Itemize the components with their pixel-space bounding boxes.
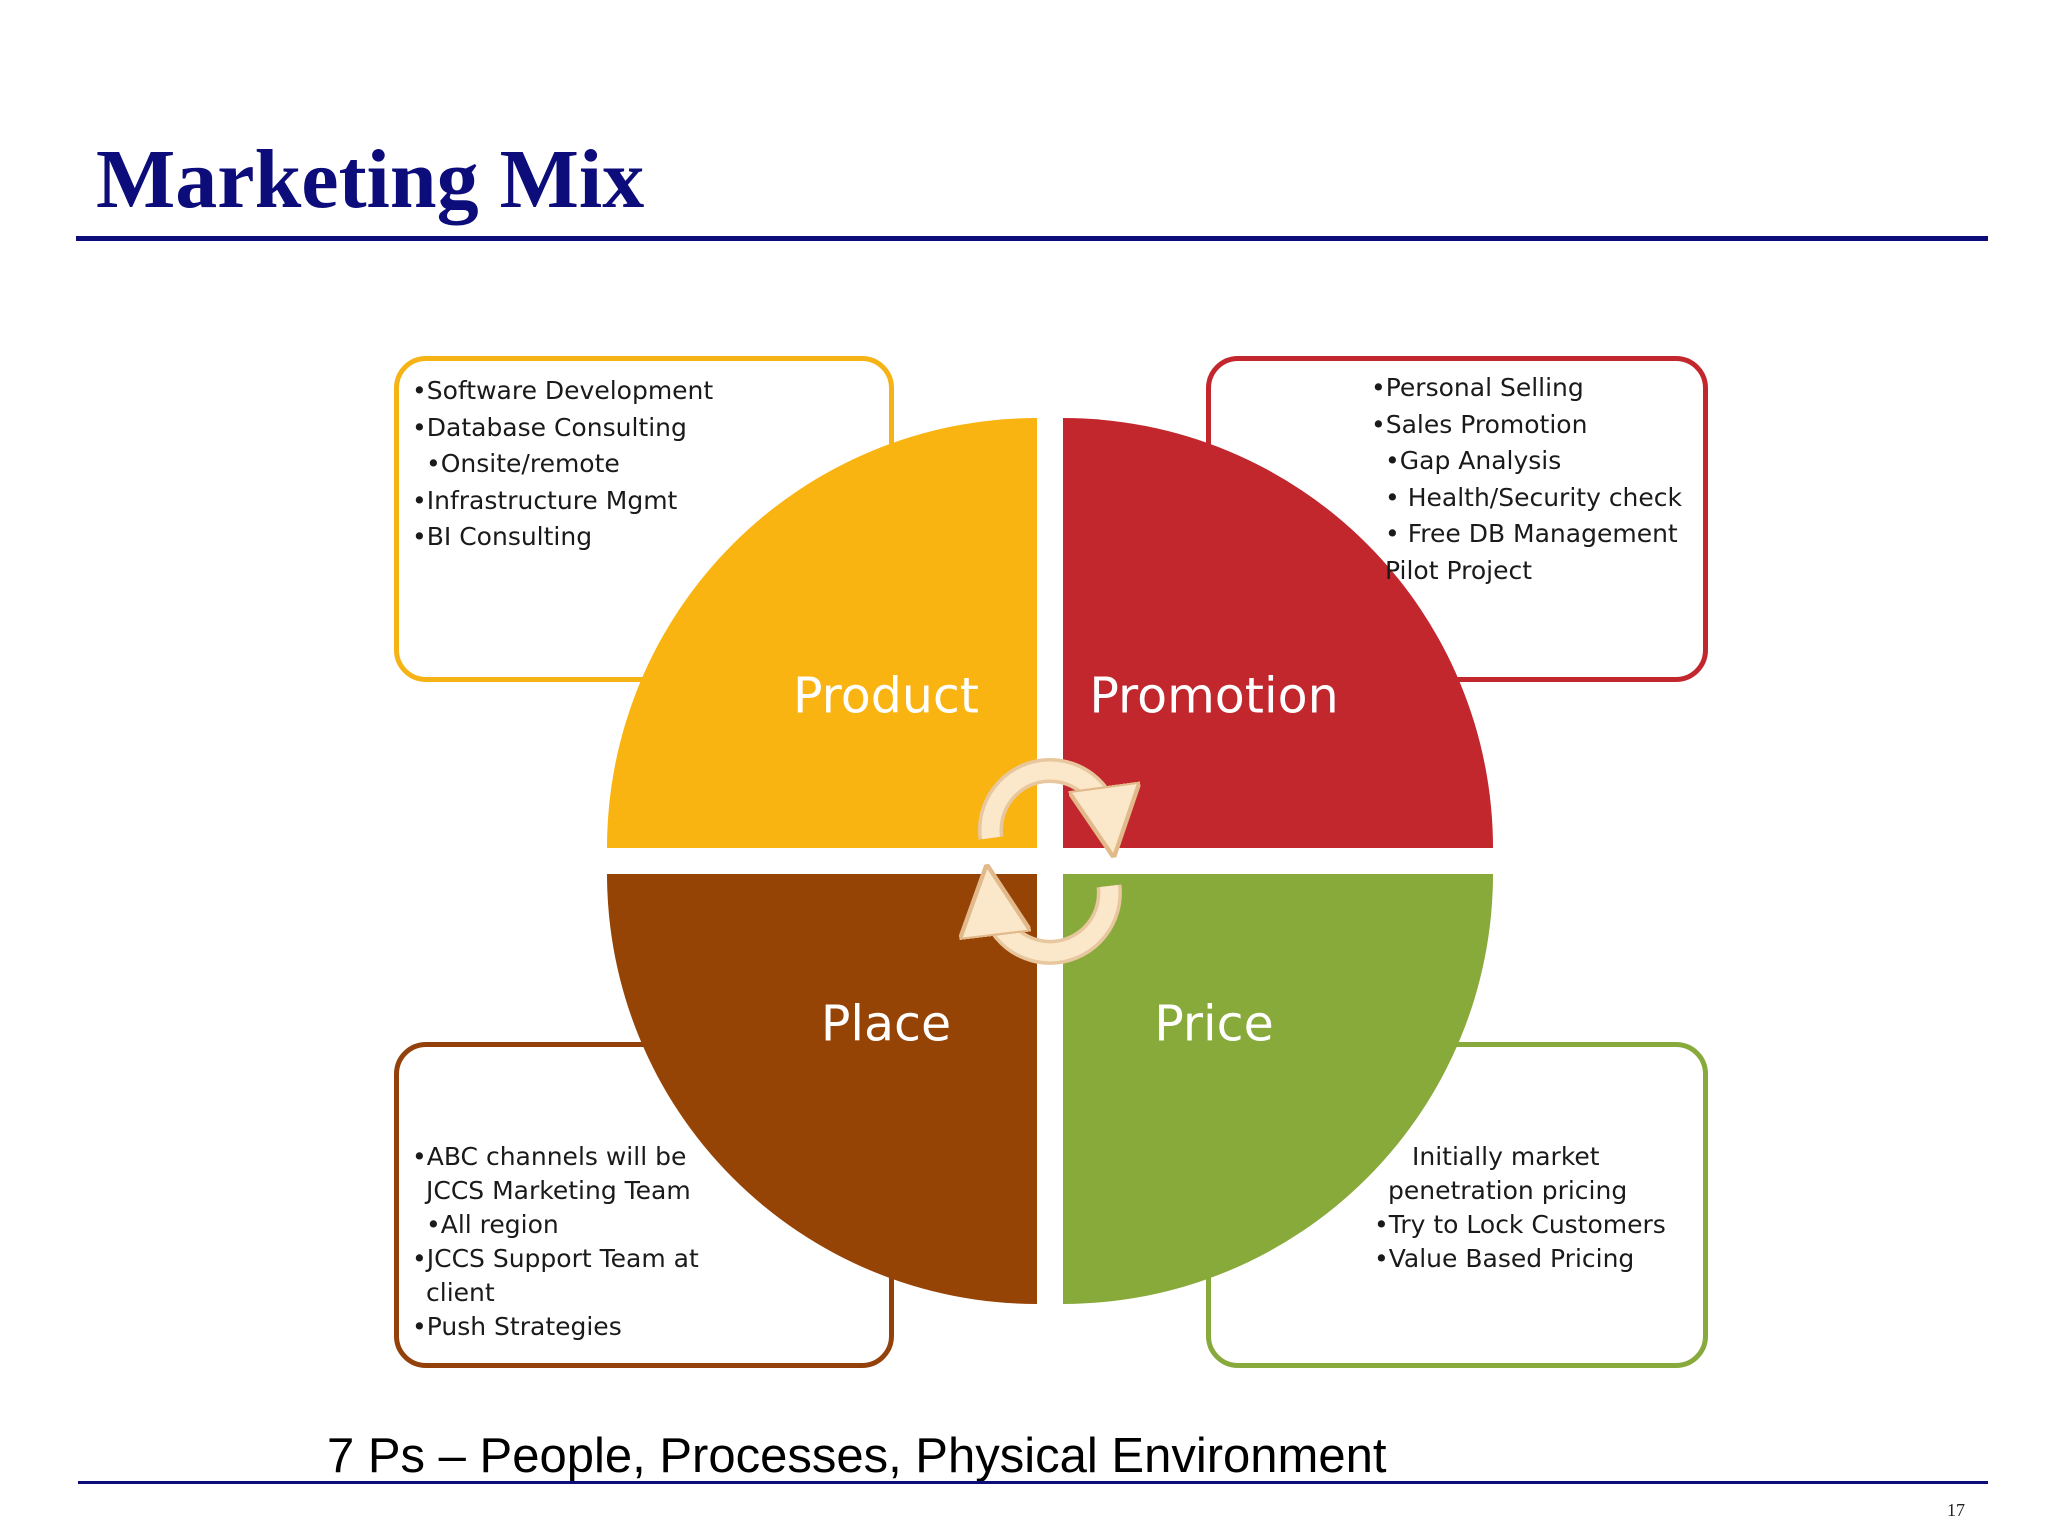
circular-arrows-icon <box>990 757 1109 965</box>
promotion-detail-subitem: Pilot Project <box>1385 555 1532 585</box>
promotion-detail-list: •Personal Selling •Sales Promotion •Gap … <box>1371 370 1682 589</box>
promotion-label: Promotion <box>1089 667 1339 725</box>
price-label: Price <box>1154 995 1274 1053</box>
promotion-detail-subitem: • Free DB Management <box>1385 519 1678 548</box>
slide-title: Marketing Mix <box>96 133 645 226</box>
place-label: Place <box>820 995 952 1053</box>
place-detail-item: •JCCS Support Team at <box>412 1244 699 1273</box>
seven-ps-note: 7 Ps – People, Processes, Physical Envir… <box>327 1429 1387 1483</box>
price-detail-item: •Value Based Pricing <box>1374 1244 1635 1273</box>
footer-rule <box>78 1481 1988 1484</box>
promotion-detail-subitem: • Health/Security check <box>1385 482 1683 512</box>
place-detail-item: client <box>426 1278 495 1307</box>
place-quadrant <box>607 874 1037 1304</box>
place-detail-item: •ABC channels will be <box>412 1142 687 1171</box>
price-quadrant <box>1063 874 1493 1304</box>
place-detail-list: •ABC channels will be JCCS Marketing Tea… <box>412 1140 699 1344</box>
product-detail-item: •Software Development <box>412 376 714 405</box>
product-detail-list: •Software Development •Database Consulti… <box>412 373 713 556</box>
product-quadrant <box>607 418 1037 848</box>
place-detail-item: •Push Strategies <box>412 1312 622 1341</box>
promotion-detail-item: •Personal Selling <box>1371 373 1584 402</box>
place-detail-subitem: •All region <box>426 1210 559 1239</box>
promotion-detail-subitem: •Gap Analysis <box>1385 446 1562 475</box>
promotion-detail-item: •Sales Promotion <box>1371 409 1588 439</box>
price-detail-item: •Try to Lock Customers <box>1374 1210 1666 1239</box>
product-detail-item: •Database Consulting <box>412 412 687 442</box>
title-underline <box>76 236 1988 241</box>
page-number: 17 <box>1947 1500 1965 1520</box>
product-label: Product <box>792 667 980 725</box>
price-detail-item: penetration pricing <box>1388 1176 1628 1205</box>
place-detail-item: JCCS Marketing Team <box>426 1176 691 1205</box>
promotion-quadrant <box>1063 418 1493 848</box>
product-detail-subitem: •Onsite/remote <box>426 449 620 478</box>
price-detail-item: Initially market <box>1412 1142 1600 1171</box>
price-detail-list: Initially market penetration pricing •Tr… <box>1374 1140 1666 1276</box>
product-detail-item: •BI Consulting <box>412 522 593 551</box>
product-detail-item: •Infrastructure Mgmt <box>412 485 678 515</box>
